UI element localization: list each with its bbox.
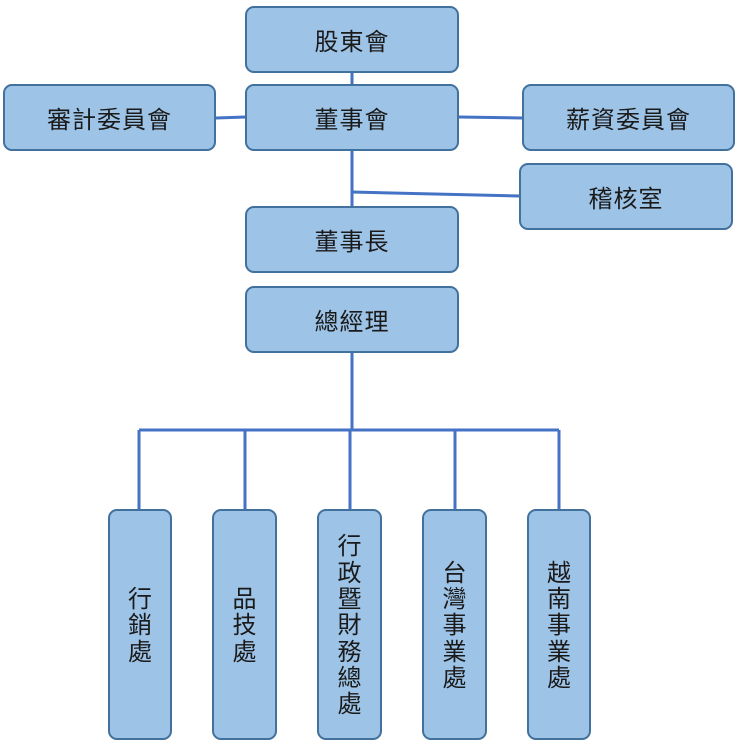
box-audit-committee: 審計委員會 [3,84,216,151]
box-general-manager: 總經理 [245,286,459,353]
box-compensation-committee-label: 薪資委員會 [566,106,691,134]
box-compensation-committee: 薪資委員會 [522,84,735,151]
box-taiwan-business-label: 台灣事業處 [442,558,467,693]
box-vietnam-business: 越南事業處 [527,509,591,740]
box-marketing: 行銷處 [108,509,172,740]
connector-board-compensation [458,115,523,120]
box-board: 董事會 [245,84,459,151]
connector-internal-audit [351,190,520,198]
box-admin-finance: 行政暨財務總處 [317,509,382,740]
box-shareholders-label: 股東會 [314,28,390,56]
box-chairman: 董事長 [245,206,459,273]
box-audit-committee-label: 審計委員會 [47,106,172,134]
box-taiwan-business: 台灣事業處 [422,509,487,740]
box-marketing-label: 行銷處 [127,584,152,666]
box-vietnam-business-label: 越南事業處 [546,558,571,693]
box-quality-label: 品技處 [232,584,257,666]
box-internal-audit: 稽核室 [519,163,733,230]
box-shareholders: 股東會 [245,6,459,73]
box-board-label: 董事會 [314,106,390,134]
box-admin-finance-label: 行政暨財務總處 [337,532,362,719]
connector-audit-board [215,115,247,120]
box-internal-audit-label: 稽核室 [588,185,664,213]
box-general-manager-label: 總經理 [314,308,390,336]
box-quality: 品技處 [212,509,277,740]
box-chairman-label: 董事長 [314,228,390,256]
